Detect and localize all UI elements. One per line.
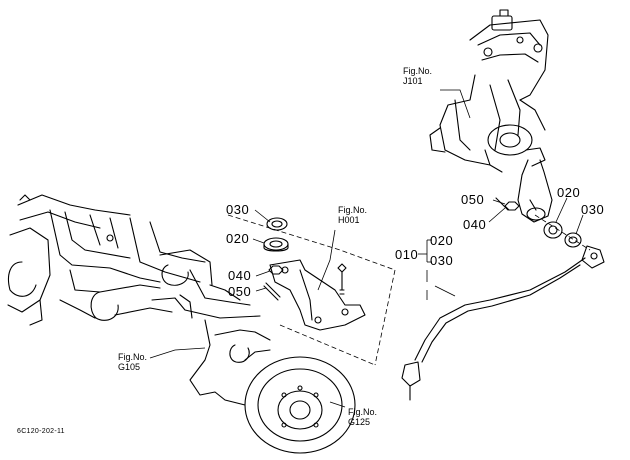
steering-knuckle-hub [189, 319, 356, 454]
callout-030-group: 030 [430, 253, 454, 268]
front-axle-housing [7, 194, 261, 326]
callout-030-right: 030 [581, 202, 605, 217]
fig-ref-number: J101 [403, 76, 423, 86]
callout-040-left: 040 [228, 268, 252, 283]
callout-040-right: 040 [463, 217, 487, 232]
fig-ref-label: Fig.No. [338, 205, 368, 215]
fig-ref-j101: Fig.No. J101 [403, 66, 432, 86]
fig-ref-label: Fig.No. [403, 66, 433, 76]
steering-gearbox [429, 9, 549, 173]
fig-ref-label: Fig.No. [348, 407, 378, 417]
fig-ref-label: Fig.No. [118, 352, 148, 362]
pitman-arm [517, 159, 553, 223]
left-hardware [263, 217, 289, 301]
callout-030-top: 030 [226, 202, 250, 217]
fig-ref-number: G105 [118, 362, 141, 372]
leader-lines [149, 89, 584, 408]
callout-010: 010 [395, 247, 419, 262]
fig-ref-number: H001 [338, 215, 360, 225]
diagram-code: 6C120-202-11 [17, 428, 65, 435]
fig-ref-h001: Fig.No. H001 [338, 205, 367, 225]
drag-link [401, 245, 605, 401]
fig-ref-g105: Fig.No. G105 [118, 352, 147, 372]
fig-ref-number: G125 [348, 417, 371, 427]
callout-020-right: 020 [557, 185, 581, 200]
callout-020-top: 020 [226, 231, 250, 246]
callout-050-right: 050 [461, 192, 485, 207]
callout-020-group: 020 [430, 233, 454, 248]
right-hardware [495, 197, 582, 248]
callout-050-left: 050 [228, 284, 252, 299]
reference-lines [227, 214, 591, 366]
steering-bracket [269, 259, 366, 331]
fig-ref-g125: Fig.No. G125 [348, 407, 377, 427]
